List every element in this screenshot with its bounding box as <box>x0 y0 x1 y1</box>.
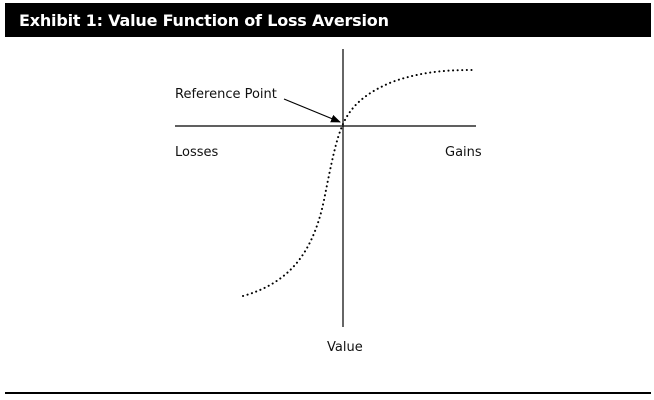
gains-label: Gains <box>445 145 482 160</box>
losses-label: Losses <box>175 145 219 160</box>
value-function-curve <box>242 69 473 297</box>
value-label: Value <box>327 340 363 355</box>
bottom-rule <box>5 392 651 394</box>
exhibit-title: Exhibit 1: Value Function of Loss Aversi… <box>19 10 389 30</box>
reference-point-label: Reference Point <box>175 87 277 102</box>
title-bar: Exhibit 1: Value Function of Loss Aversi… <box>5 3 651 37</box>
reference-point-arrow <box>283 98 341 123</box>
